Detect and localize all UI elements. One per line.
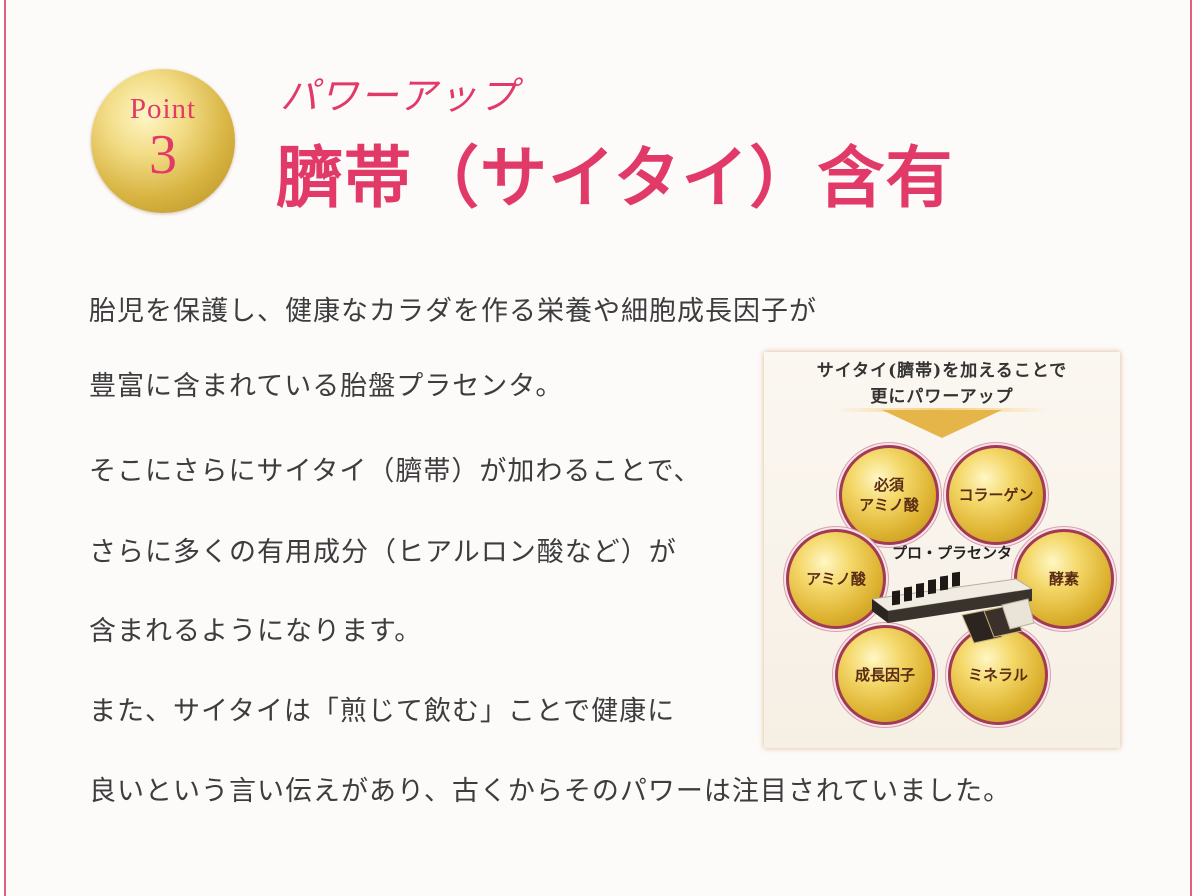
down-arrow-icon [882, 410, 1002, 438]
ingredient-label: 必須 アミノ酸 [859, 476, 919, 514]
ingredient-label: アミノ酸 [806, 570, 866, 588]
body-line: 豊富に含まれている胎盤プラセンタ。 [89, 371, 564, 402]
diagram-heading: サイタイ(臍帯)を加えることで [816, 361, 1068, 381]
ingredient-coin: ミネラル [948, 625, 1048, 725]
badge-label: Point [129, 93, 197, 125]
body-line: さらに多くの有用成分（ヒアルロン酸など）が [89, 537, 677, 568]
body-line: そこにさらにサイタイ（臍帯）が加わることで、 [89, 456, 702, 487]
product-label: プロ・プラセンタ [891, 544, 1012, 562]
section-subtitle: パワーアップ [280, 74, 519, 118]
ingredient-label: 酵素 [1048, 570, 1079, 588]
ingredient-coin: 必須 アミノ酸 [839, 445, 939, 545]
ingredient-diagram: サイタイ(臍帯)を加えることで 更にパワーアップ 必須 アミノ酸 コラーゲン ア… [764, 352, 1120, 748]
ingredient-label: ミネラル [967, 666, 1028, 684]
section-title: 臍帯（サイタイ）含有 [276, 138, 954, 217]
ingredient-coin: 成長因子 [835, 625, 935, 725]
body-line: 良いという言い伝えがあり、古くからそのパワーは注目されていました。 [89, 776, 1012, 807]
badge-number: 3 [149, 124, 177, 186]
ingredient-coin: アミノ酸 [786, 529, 886, 629]
point-badge: Point 3 [91, 69, 235, 213]
body-line: 含まれるようになります。 [89, 616, 423, 647]
diagram-subheading: 更にパワーアップ [870, 387, 1014, 407]
product-box-image [870, 571, 1035, 644]
body-line: 胎児を保護し、健康なカラダを作る栄養や細胞成長因子が [89, 296, 817, 327]
body-line: また、サイタイは「煎じて飲む」ことで健康に [89, 696, 676, 727]
ingredient-label: コラーゲン [958, 486, 1034, 504]
ingredient-coin: コラーゲン [946, 445, 1046, 545]
ingredient-coin: 酵素 [1014, 529, 1114, 629]
ingredient-label: 成長因子 [854, 666, 915, 684]
